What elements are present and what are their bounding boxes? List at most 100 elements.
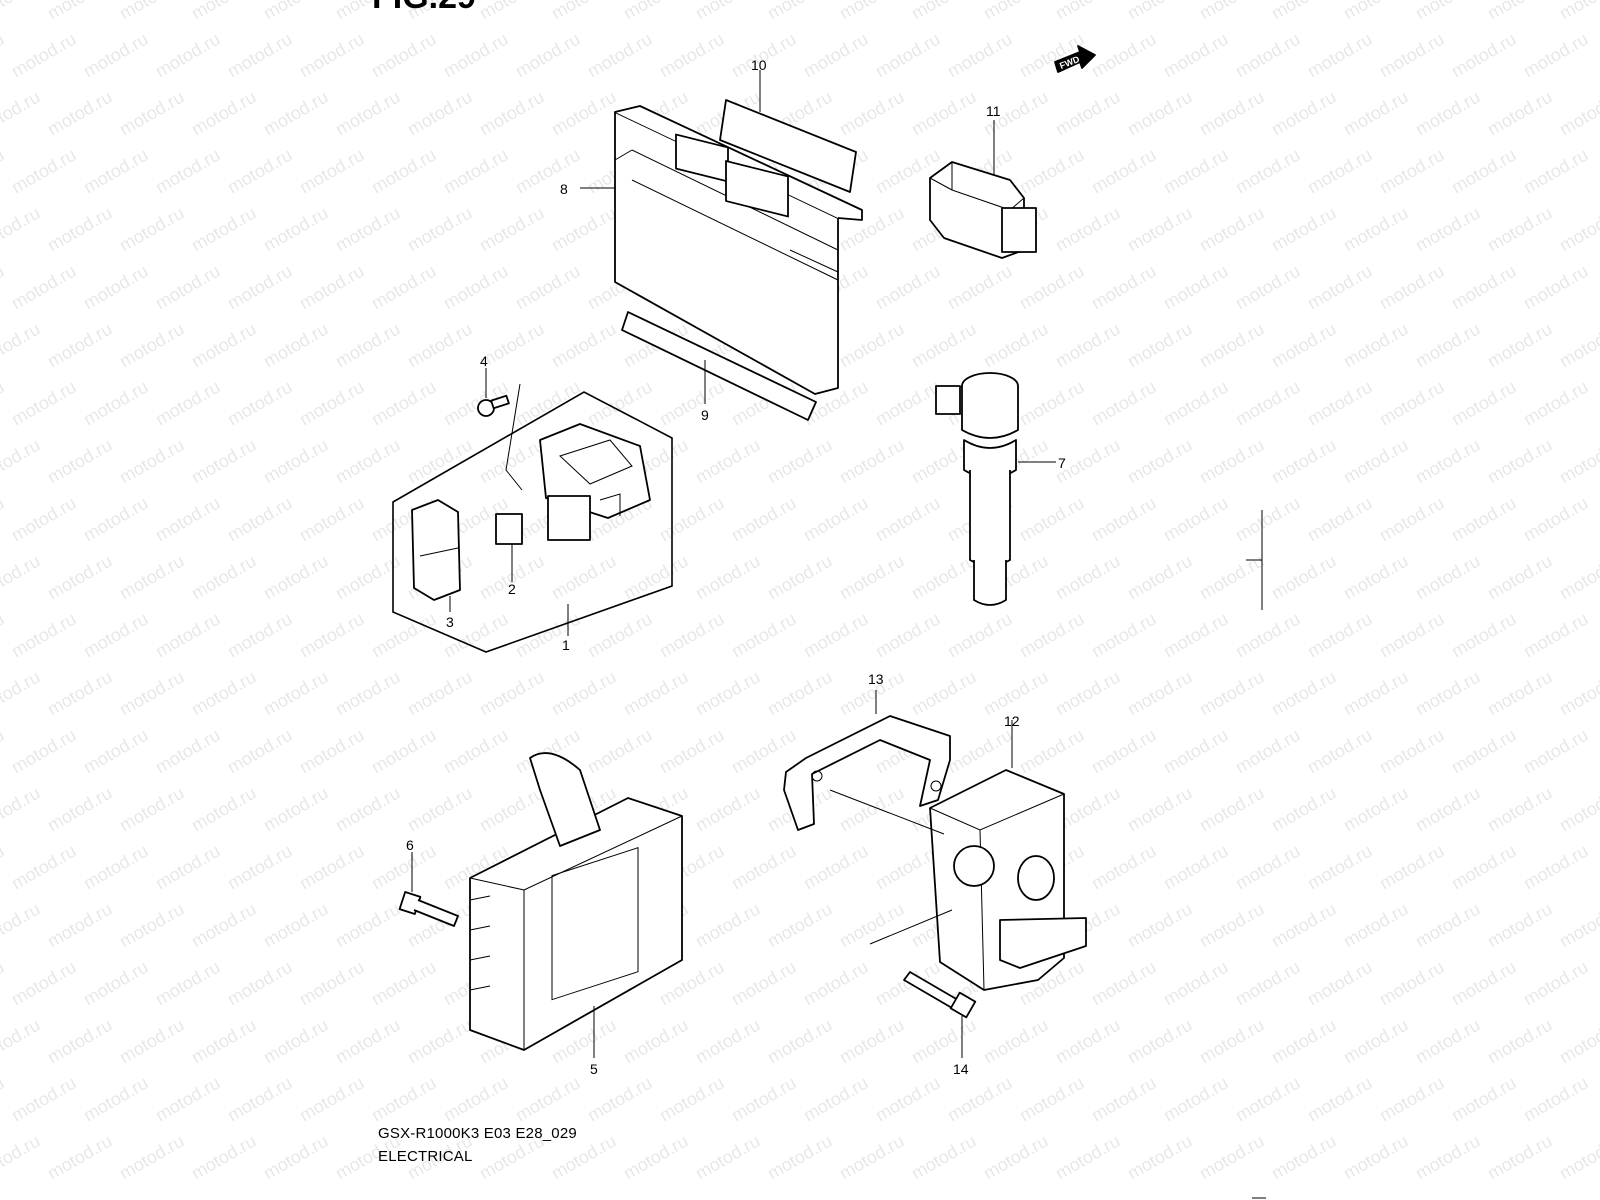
watermark-text: motod.ru <box>1448 377 1520 430</box>
watermark-text: motod.ru <box>1124 203 1196 256</box>
watermark-text: motod.ru <box>44 1015 116 1068</box>
watermark-text: motod.ru <box>296 29 368 82</box>
watermark-text: motod.ru <box>1232 957 1304 1010</box>
watermark-text: motod.ru <box>0 609 8 662</box>
watermark-text: motod.ru <box>152 261 224 314</box>
watermark-text: motod.ru <box>404 319 476 372</box>
watermark-text: motod.ru <box>1304 145 1376 198</box>
watermark-text: motod.ru <box>368 957 440 1010</box>
watermark-text: motod.ru <box>1412 203 1484 256</box>
watermark-text: motod.ru <box>260 87 332 140</box>
watermark-text: motod.ru <box>908 667 980 720</box>
watermark-text: motod.ru <box>188 87 260 140</box>
watermark-text: motod.ru <box>1160 493 1232 546</box>
watermark-text: motod.ru <box>692 1015 764 1068</box>
watermark-text: motod.ru <box>1484 0 1556 23</box>
watermark-text: motod.ru <box>1232 493 1304 546</box>
watermark-text: motod.ru <box>1232 145 1304 198</box>
watermark-text: motod.ru <box>980 319 1052 372</box>
watermark-text: motod.ru <box>116 435 188 488</box>
watermark-text: motod.ru <box>1484 203 1556 256</box>
part-6-bolt <box>398 852 459 927</box>
watermark-text: motod.ru <box>8 1073 80 1126</box>
watermark-text: motod.ru <box>1196 899 1268 952</box>
watermark-text: motod.ru <box>1196 87 1268 140</box>
watermark-text: motod.ru <box>260 0 332 23</box>
watermark-text: motod.ru <box>692 551 764 604</box>
watermark-text: motod.ru <box>404 1015 476 1068</box>
watermark-text: motod.ru <box>1268 899 1340 952</box>
watermark-text: motod.ru <box>836 319 908 372</box>
watermark-text: motod.ru <box>260 435 332 488</box>
watermark-text: motod.ru <box>800 609 872 662</box>
watermark-text: motod.ru <box>116 319 188 372</box>
watermark-text: motod.ru <box>1412 435 1484 488</box>
watermark-text: motod.ru <box>1268 435 1340 488</box>
watermark-text: motod.ru <box>368 725 440 778</box>
watermark-text: motod.ru <box>476 435 548 488</box>
watermark-text: motod.ru <box>368 261 440 314</box>
watermark-text: motod.ru <box>332 319 404 372</box>
watermark-text: motod.ru <box>116 783 188 836</box>
watermark-text: motod.ru <box>1412 667 1484 720</box>
part-4-screw <box>477 368 510 417</box>
watermark-text: motod.ru <box>620 1131 692 1184</box>
watermark-text: motod.ru <box>80 145 152 198</box>
watermark-text: motod.ru <box>1556 667 1600 720</box>
watermark-text: motod.ru <box>404 87 476 140</box>
watermark-text: motod.ru <box>0 377 8 430</box>
watermark-text: motod.ru <box>872 261 944 314</box>
watermark-text: motod.ru <box>296 1073 368 1126</box>
watermark-text: motod.ru <box>656 725 728 778</box>
watermark-text: motod.ru <box>44 203 116 256</box>
watermark-text: motod.ru <box>1556 1131 1600 1184</box>
watermark-text: motod.ru <box>1124 319 1196 372</box>
watermark-text: motod.ru <box>1088 725 1160 778</box>
part-10-pad <box>719 70 857 193</box>
watermark-text: motod.ru <box>260 667 332 720</box>
watermark-text: motod.ru <box>620 667 692 720</box>
watermark-text: motod.ru <box>404 783 476 836</box>
watermark-text: motod.ru <box>80 841 152 894</box>
diagram-caption-section: ELECTRICAL <box>378 1148 473 1165</box>
watermark-text: motod.ru <box>1412 899 1484 952</box>
watermark-text: motod.ru <box>1160 957 1232 1010</box>
watermark-text: motod.ru <box>1484 899 1556 952</box>
part-3-cover <box>411 499 461 601</box>
watermark-text: motod.ru <box>1376 377 1448 430</box>
watermark-text: motod.ru <box>188 1131 260 1184</box>
watermark-text: motod.ru <box>1448 609 1520 662</box>
watermark-text: motod.ru <box>1052 667 1124 720</box>
watermark-text: motod.ru <box>1484 87 1556 140</box>
watermark-text: motod.ru <box>0 0 44 23</box>
watermark-text: motod.ru <box>260 1015 332 1068</box>
watermark-text: motod.ru <box>944 725 1016 778</box>
watermark-text: motod.ru <box>584 29 656 82</box>
watermark-text: motod.ru <box>368 29 440 82</box>
watermark-text: motod.ru <box>800 29 872 82</box>
watermark-text: motod.ru <box>1088 261 1160 314</box>
watermark-text: motod.ru <box>152 145 224 198</box>
watermark-text: motod.ru <box>1088 493 1160 546</box>
watermark-text: motod.ru <box>1160 261 1232 314</box>
watermark-text: motod.ru <box>1232 725 1304 778</box>
callout-9: 9 <box>701 407 709 423</box>
part-7-ignition-coil <box>935 372 1056 606</box>
watermark-text: motod.ru <box>692 1131 764 1184</box>
watermark-text: motod.ru <box>1016 377 1088 430</box>
watermark-text: motod.ru <box>1196 203 1268 256</box>
watermark-text: motod.ru <box>440 1073 512 1126</box>
watermark-text: motod.ru <box>332 783 404 836</box>
watermark-text: motod.ru <box>260 203 332 256</box>
watermark-text: motod.ru <box>1556 203 1600 256</box>
callout-5: 5 <box>590 1061 598 1077</box>
watermark-text: motod.ru <box>656 377 728 430</box>
callout-10: 10 <box>751 57 767 73</box>
watermark-text: motod.ru <box>1016 261 1088 314</box>
watermark-text: motod.ru <box>1088 377 1160 430</box>
watermark-text: motod.ru <box>152 841 224 894</box>
watermark-text: motod.ru <box>548 203 620 256</box>
watermark-text: motod.ru <box>1268 0 1340 23</box>
watermark-text: motod.ru <box>872 1073 944 1126</box>
